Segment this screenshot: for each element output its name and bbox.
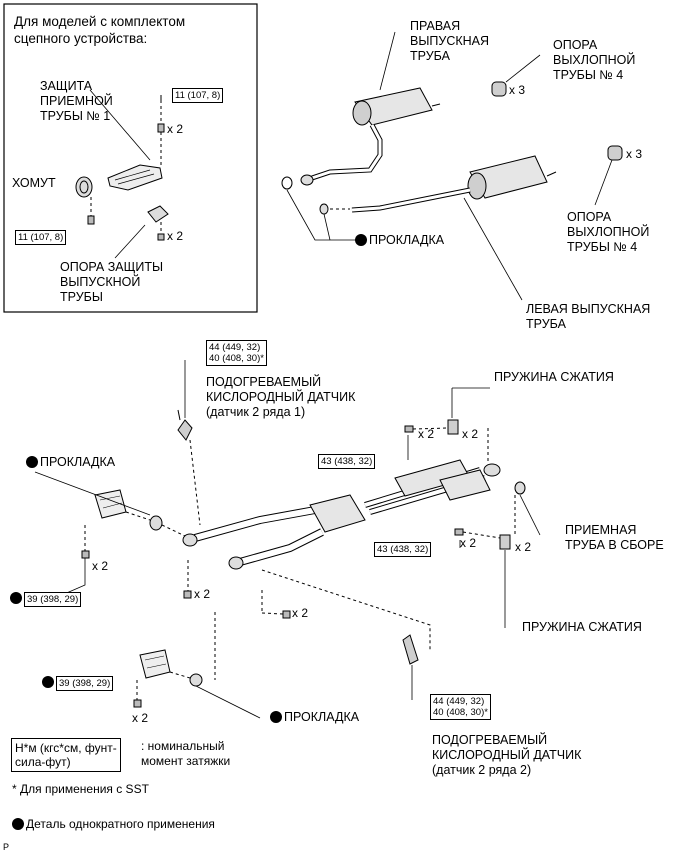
sensor-1-label: ПОДОГРЕВАЕМЫЙ КИСЛОРОДНЫЙ ДАТЧИК (датчик… — [206, 375, 356, 419]
gasket-left-label: ПРОКЛАДКА — [26, 455, 115, 470]
qty-support-top: x 3 — [509, 83, 526, 97]
qty-spring-top-bolt: x 2 — [418, 427, 435, 441]
gasket-bottom-label: ПРОКЛАДКА — [270, 710, 359, 725]
right-pipe-label: ПРАВАЯ ВЫПУСКНАЯ ТРУБА — [410, 19, 490, 63]
qty-spring-bottom-bolt: x 2 — [460, 536, 477, 550]
qty-inset-bottom: x 2 — [167, 229, 184, 243]
guard-support-label: ОПОРА ЗАЩИТЫ ВЫПУСКНОЙ ТРУБЫ — [60, 260, 164, 304]
single-use-icon — [270, 711, 282, 723]
support-top-part — [491, 54, 541, 97]
clamp-part — [75, 176, 93, 198]
qty-bolt-mid: x 2 — [292, 606, 309, 620]
torque-inset-left: 11 (107, 8) — [15, 230, 67, 245]
gasket-top-label: ПРОКЛАДКА — [355, 233, 444, 248]
single-use-icon — [26, 456, 38, 468]
oxygen-sensor-2-part — [261, 569, 431, 700]
single-use-icon — [42, 676, 54, 688]
support-right-label: ОПОРА ВЫХЛОПНОЙ ТРУБЫ № 4 — [567, 210, 650, 254]
qty-support-right: x 3 — [626, 147, 643, 161]
qty-bolt-mid-left: x 2 — [194, 587, 211, 601]
qty-spring-top: x 2 — [462, 427, 479, 441]
inset-title: Для моделей с комплектом сцепного устрой… — [14, 14, 186, 46]
support-top-label: ОПОРА ВЫХЛОПНОЙ ТРУБЫ № 4 — [553, 38, 636, 82]
torque-inset-top: 11 (107, 8) — [172, 88, 224, 103]
gasket-top-text: ПРОКЛАДКА — [369, 233, 445, 247]
torque-spring-top: 43 (438, 32) — [318, 454, 376, 469]
middle-bolts-part — [183, 560, 291, 619]
legend-single-use-text: Деталь однократного применения — [26, 817, 215, 831]
legend-torque-unit: Н*м (кгс*см, фунт- сила-фут) — [11, 738, 121, 772]
sensor-2-label: ПОДОГРЕВАЕМЫЙ КИСЛОРОДНЫЙ ДАТЧИК (датчик… — [432, 733, 582, 777]
front-pipe-label: ПРИЕМНАЯ ТРУБА В СБОРЕ — [565, 523, 664, 552]
left-exhaust-pipe-part — [319, 155, 557, 301]
spring-top-label: ПРУЖИНА СЖАТИЯ — [494, 370, 614, 384]
single-use-icon — [12, 818, 24, 830]
qty-nut-bottom-left: x 2 — [132, 711, 149, 725]
right-exhaust-pipe-part — [281, 31, 441, 190]
legend-sst-note: * Для применения с SST — [12, 782, 149, 796]
gasket-left-text: ПРОКЛАДКА — [40, 455, 116, 469]
torque-bottom-left-row: 39 (398, 29) — [42, 675, 114, 691]
inset-frame — [3, 3, 258, 313]
torque-sensor-1: 44 (449, 32) 40 (408, 30)* — [206, 340, 267, 366]
support-right-part — [594, 145, 623, 206]
single-use-icon — [355, 234, 367, 246]
torque-left-nut: 39 (398, 29) — [24, 592, 82, 607]
legend-single-use: Деталь однократного применения — [12, 817, 215, 832]
spring-bottom-label: ПРУЖИНА СЖАТИЯ — [522, 620, 642, 634]
torque-left-nut-row: 39 (398, 29) — [10, 591, 82, 607]
single-use-icon — [10, 592, 22, 604]
manifold-bottom-part — [133, 612, 261, 719]
front-pipe-assembly-part — [182, 459, 541, 570]
guard-label: ЗАЩИТА ПРИЕМНОЙ ТРУБЫ № 1 — [40, 79, 113, 123]
gasket-bottom-text: ПРОКЛАДКА — [284, 710, 360, 724]
legend-torque-desc: : номинальный момент затяжки — [141, 739, 231, 768]
front-pipe-guard-part — [89, 89, 163, 191]
torque-bottom-left: 39 (398, 29) — [56, 676, 114, 691]
spring-top-part — [404, 387, 490, 462]
qty-left-nut: x 2 — [92, 559, 109, 573]
qty-inset-top: x 2 — [167, 122, 184, 136]
oxygen-sensor-1-part — [177, 360, 201, 526]
left-pipe-label: ЛЕВАЯ ВЫПУСКНАЯ ТРУБА — [526, 302, 651, 331]
gasket-top-leaders — [286, 189, 355, 241]
corner-mark: P — [3, 842, 10, 852]
spring-bottom-part — [454, 495, 516, 628]
qty-front-pipe-nut: x 2 — [515, 540, 532, 554]
manifold-left-part — [34, 471, 186, 596]
clamp-label: ХОМУТ — [12, 176, 56, 190]
torque-sensor-2: 44 (449, 32) 40 (408, 30)* — [430, 694, 491, 720]
torque-spring-bottom: 43 (438, 32) — [374, 542, 432, 557]
inset-bolts — [87, 95, 169, 259]
